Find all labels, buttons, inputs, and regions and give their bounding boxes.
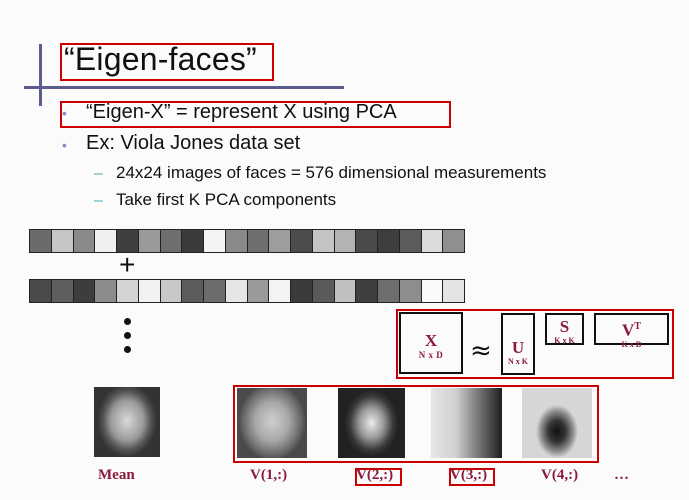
pixel-cell <box>30 230 52 252</box>
pixel-cell <box>443 280 464 302</box>
matrix-vt-superscript: T <box>634 321 641 332</box>
eigenface-4-caption: V(4,:) <box>541 467 579 483</box>
mean-caption: Mean <box>98 467 135 483</box>
pixel-cell <box>51 280 74 302</box>
eigenface-3-caption-highlight <box>449 468 495 486</box>
bullet-2-marker: • <box>62 137 67 153</box>
plus-sign: + <box>119 249 136 280</box>
pixel-cell <box>356 280 378 302</box>
matrix-u-dims: N x K <box>508 357 528 366</box>
bullet-1-marker: • <box>62 105 67 121</box>
eigenface-4-image <box>522 388 592 458</box>
matrix-x: X N x D <box>399 312 463 374</box>
pixel-cell <box>95 230 117 252</box>
sub-bullet-1-text: 24x24 images of faces = 576 dimensional … <box>116 163 547 182</box>
eigenface-1-caption: V(1,:) <box>250 467 288 483</box>
pixel-cell <box>312 280 335 302</box>
pixel-cell <box>204 230 226 252</box>
matrix-vt: VT K x D <box>594 313 669 349</box>
matrix-x-label: X <box>424 331 438 350</box>
pixel-cell <box>204 280 226 302</box>
pixel-cell <box>269 280 291 302</box>
pixel-cell <box>182 230 204 252</box>
sub-bullet-2-text: Take first K PCA components <box>116 190 337 209</box>
pixel-cell <box>378 280 400 302</box>
pixel-cell <box>421 280 444 302</box>
pixel-cell <box>73 230 96 252</box>
eigenface-3-caption: V(3,:) <box>450 467 488 483</box>
title-horizontal-rule <box>24 86 344 89</box>
pixel-cell <box>160 280 183 302</box>
title-highlight-box <box>60 43 274 81</box>
bullet-2-text: Ex: Viola Jones data set <box>86 132 301 154</box>
ellipsis-dot <box>124 318 131 325</box>
pixel-cell <box>247 230 270 252</box>
eigenface-3-image <box>431 388 502 458</box>
sub-bullet-2-marker: – <box>94 192 103 209</box>
pixel-cell <box>356 230 378 252</box>
pixel-cell <box>30 280 52 302</box>
ellipsis-dot <box>124 346 131 353</box>
pixel-cell <box>225 230 248 252</box>
approx-symbol: ≈ <box>470 336 492 366</box>
matrix-vt-label: V <box>622 320 635 340</box>
bullet-1-highlight-box <box>60 101 451 128</box>
pixel-cell <box>182 280 204 302</box>
pixel-cell <box>160 230 183 252</box>
pixel-cell <box>291 230 313 252</box>
matrix-s-label: S <box>559 317 570 336</box>
eigenface-2-caption-highlight <box>355 468 402 486</box>
slide-title: “Eigen-faces” <box>64 41 257 77</box>
matrix-x-dims: N x D <box>418 350 444 360</box>
eigenface-1-image <box>237 388 307 458</box>
matrix-vt-label-line: VT <box>596 318 667 340</box>
sub-bullet-1-marker: – <box>94 165 103 182</box>
pixel-cell <box>421 230 444 252</box>
pixel-cell <box>399 230 422 252</box>
vertical-ellipsis <box>124 318 134 360</box>
pixel-cell <box>399 280 422 302</box>
pixel-cell <box>269 230 291 252</box>
title-vertical-rule <box>39 44 42 106</box>
pixel-cell <box>138 280 161 302</box>
pixel-cell <box>51 230 74 252</box>
pixel-cell <box>117 280 139 302</box>
pixel-cell <box>117 230 139 252</box>
pixel-cell <box>291 280 313 302</box>
eigenfaces-highlight-box <box>233 385 599 463</box>
pixel-cell <box>225 280 248 302</box>
matrix-vt-dims: K x D <box>621 339 642 349</box>
pixel-strip-row-2 <box>29 279 465 303</box>
matrix-u-label: U <box>511 338 525 357</box>
eigenface-2-image <box>338 388 405 458</box>
ellipsis-dot <box>124 332 131 339</box>
pixel-strip-row-1 <box>29 229 465 253</box>
matrix-u: U N x K <box>501 313 535 375</box>
pixel-cell <box>334 230 357 252</box>
pixel-cell <box>138 230 161 252</box>
eigenface-ellipsis: … <box>614 467 629 483</box>
pixel-cell <box>443 230 464 252</box>
pixel-cell <box>73 280 96 302</box>
mean-face-image <box>94 387 160 457</box>
pixel-cell <box>312 230 335 252</box>
matrix-s-dims: K x K <box>554 336 575 345</box>
pixel-cell <box>334 280 357 302</box>
bullet-1-text: “Eigen-X” = represent X using PCA <box>86 101 397 123</box>
matrix-s: S K x K <box>545 313 584 345</box>
eigenface-2-caption: V(2,:) <box>356 467 394 483</box>
svd-equation-highlight-box <box>396 309 674 379</box>
pixel-cell <box>378 230 400 252</box>
pixel-cell <box>95 280 117 302</box>
pixel-cell <box>247 280 270 302</box>
